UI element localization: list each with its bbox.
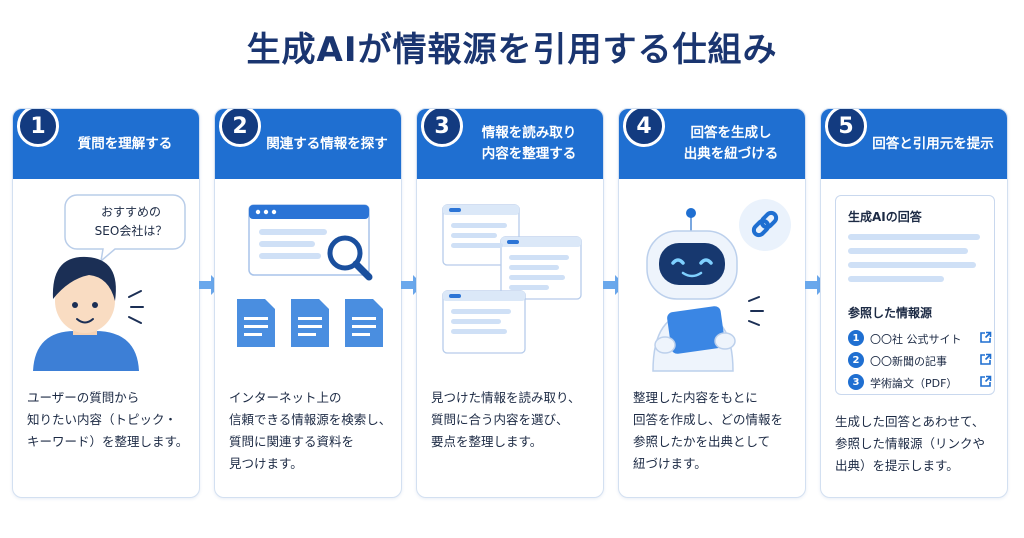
step-card-1: 1 質問を理解する おすすめの SEO会社は？ ユーザーの質問から 知りたい内容…: [12, 108, 200, 498]
step-number-badge: 5: [825, 109, 867, 147]
source-item[interactable]: 2 〇〇新聞の記事: [848, 350, 994, 370]
stacked-documents-icon: [417, 181, 603, 381]
step-card-2: 2 関連する情報を探す インターネット上: [214, 108, 402, 498]
step-heading: 関連する情報を探す: [266, 135, 388, 152]
step-number-badge: 3: [421, 109, 463, 147]
step-heading: 回答を生成し 出典を紐づける: [683, 125, 779, 162]
step-heading: 情報を読み取り 内容を整理する: [481, 125, 577, 162]
step-heading: 質問を理解する: [77, 135, 173, 152]
step-card-4: 4 回答を生成し 出典を紐づける 整理した内容をもとに: [618, 108, 806, 498]
robot-with-link-icon: [619, 181, 805, 381]
source-number: 2: [848, 352, 864, 368]
step-description: 生成した回答とあわせて、 参照した情報源（リンクや 出典）を提示します。: [835, 414, 986, 473]
answer-with-sources-icon: 生成AIの回答 参照した情報源 1 〇〇社 公式サイト 2 〇〇新聞の記事 3 …: [835, 195, 995, 395]
step-description: 整理した内容をもとに 回答を作成し、どの情報を 参照したかを出典として 紐づけま…: [633, 390, 784, 471]
user-with-speech-bubble-icon: [13, 181, 199, 381]
answer-line: [848, 248, 968, 254]
source-item[interactable]: 3 学術論文（PDF）: [848, 372, 994, 392]
answer-line: [848, 276, 944, 282]
external-link-icon[interactable]: [979, 375, 992, 388]
step-header: 5 回答と引用元を提示: [821, 109, 1007, 179]
step-heading: 回答と引用元を提示: [872, 135, 994, 152]
external-link-icon[interactable]: [979, 353, 992, 366]
speech-bubble-text: おすすめの SEO会社は？: [94, 205, 168, 239]
browser-search-documents-icon: [215, 181, 401, 381]
answer-line: [848, 234, 980, 240]
source-label: 〇〇社 公式サイト: [870, 333, 962, 346]
sources-title: 参照した情報源: [848, 306, 933, 320]
step-description: ユーザーの質問から 知りたい内容（トピック・ キーワード）を整理します。: [27, 390, 189, 449]
source-item[interactable]: 1 〇〇社 公式サイト: [848, 328, 994, 348]
source-number: 3: [848, 374, 864, 390]
source-label: 学術論文（PDF）: [870, 377, 958, 390]
step-header: 4 回答を生成し 出典を紐づける: [619, 109, 805, 179]
step-card-3: 3 情報を読み取り 内容を整理する 見つけた情報を読: [416, 108, 604, 498]
step-card-5: 5 回答と引用元を提示 生成AIの回答 参照した情報源 1 〇〇社 公式サイト …: [820, 108, 1008, 498]
step-header: 3 情報を読み取り 内容を整理する: [417, 109, 603, 179]
source-label: 〇〇新聞の記事: [870, 355, 947, 368]
answer-title: 生成AIの回答: [848, 210, 922, 224]
page-title: 生成AIが情報源を引用する仕組み: [246, 30, 778, 70]
step-description: インターネット上の 信頼できる情報源を検索し、 質問に関連する資料を 見つけます…: [229, 390, 392, 471]
step-header: 2 関連する情報を探す: [215, 109, 401, 179]
source-number: 1: [848, 330, 864, 346]
step-header: 1 質問を理解する: [13, 109, 199, 179]
step-number-badge: 4: [623, 109, 665, 147]
answer-line: [848, 262, 976, 268]
step-description: 見つけた情報を読み取り、 質問に合う内容を選び、 要点を整理します。: [431, 390, 581, 449]
external-link-icon[interactable]: [979, 331, 992, 344]
step-number-badge: 2: [219, 109, 261, 147]
step-number-badge: 1: [17, 109, 59, 147]
